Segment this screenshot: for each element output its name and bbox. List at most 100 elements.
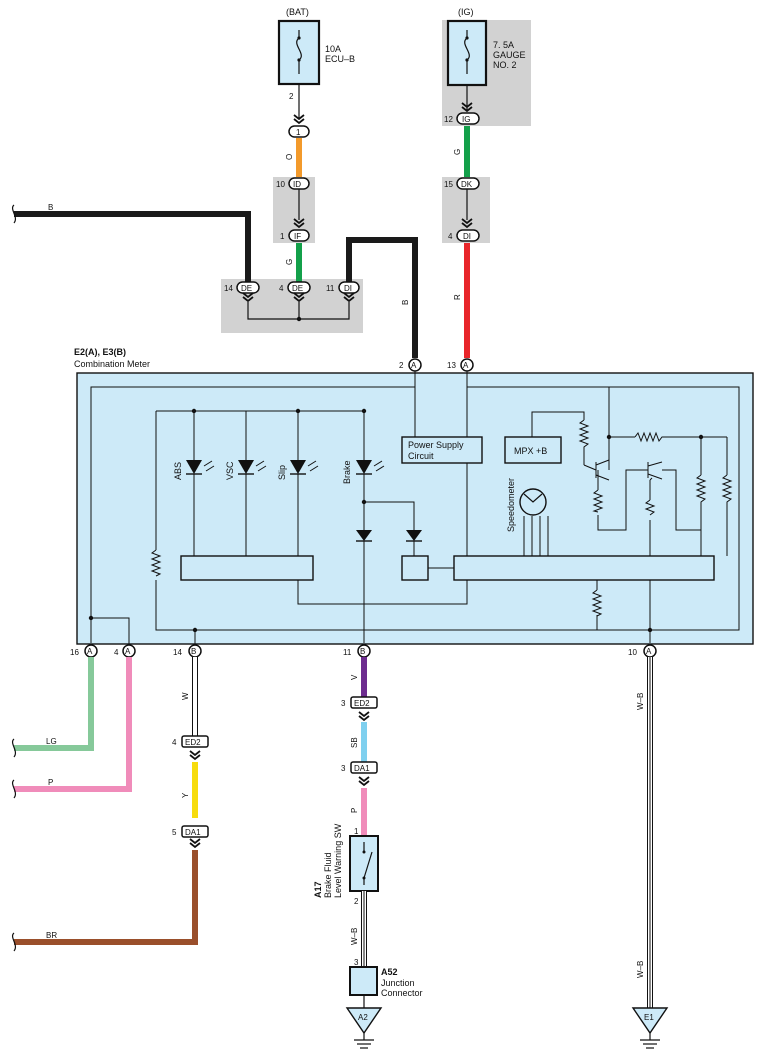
svg-text:A: A [411,361,417,370]
svg-text:IG: IG [462,115,470,124]
brake-fluid-switch [349,835,379,892]
ground-a2-icon [345,1007,383,1049]
switch-code: A17 [313,881,323,898]
ground-a2-label: A2 [358,1013,368,1022]
svg-text:2: 2 [399,361,404,370]
speedometer-icon [519,488,547,516]
switch-pin-top: 1 [354,827,359,836]
connector-di-top: DI 4 [448,229,480,242]
svg-text:3: 3 [341,699,346,708]
meter-junction-dots [88,408,704,633]
switch-pin-bottom: 2 [354,897,359,906]
svg-text:5: 5 [172,828,177,837]
connector-da1-right: DA1 3 [341,761,378,786]
svg-text:4: 4 [279,284,284,293]
wire-r-label: R [453,294,462,300]
svg-text:1: 1 [296,128,301,137]
svg-text:12: 12 [444,115,453,124]
junction-pin: 3 [354,958,359,967]
connector-de-14: DE 14 [224,281,260,302]
svg-text:A: A [125,647,131,656]
ground-e1-icon [631,1007,669,1049]
connector-da1-left: DA1 5 [172,825,209,848]
wire-p-label: P [48,778,53,787]
led-slip-label: Slip [277,465,287,480]
led-abs-icon [186,460,215,475]
led-brake-icon [356,460,385,475]
svg-text:IF: IF [294,232,301,241]
wire-wb-right-label1: W–B [636,693,645,710]
mpx-label: MPX +B [514,446,547,456]
wire-sb-label: SB [350,737,359,748]
wire-b-meter [346,237,418,358]
speedometer-label: Speedometer [506,478,516,532]
connector-de-4: DE 4 [279,281,311,302]
wire-b-meter-label: B [401,300,410,305]
svg-text:11: 11 [326,284,335,293]
svg-text:ED2: ED2 [354,699,370,708]
meter-code: E2(A), E3(B) [74,347,126,357]
connector-ed2-left: ED2 4 [172,735,209,760]
svg-text:13: 13 [447,361,456,370]
svg-text:4: 4 [114,648,119,657]
svg-text:DA1: DA1 [354,764,370,773]
junction-connector [349,966,378,996]
wire-p2-label: P [350,808,359,813]
switch-name2: Level Warning SW [333,823,343,898]
meter-pin-a13: 13 A [447,358,474,372]
meter-pin-a2: 2 A [399,358,422,372]
wire-o-label: O [285,154,294,160]
svg-text:DK: DK [461,180,473,189]
bat-label: (BAT) [286,7,309,17]
switch-name1: Brake Fluid [323,852,333,898]
wire-g-left-label: G [285,259,294,265]
led-abs-label: ABS [173,462,183,480]
svg-text:ED2: ED2 [185,738,201,747]
fuse-gauge-no2 [446,19,488,87]
wire-g-right-label: G [453,149,462,155]
svg-text:DE: DE [241,284,252,293]
wire-br [14,850,198,945]
wire-wb-center-label: W–B [350,928,359,945]
power-supply-label2: Circuit [408,451,434,461]
wire-p [14,657,132,792]
connector-1: 1 [288,114,310,138]
led-vsc-icon [238,460,267,475]
connector-ig: IG 12 [444,102,480,125]
fuse-gauge-name1: GAUGE [493,50,526,60]
power-supply-label1: Power Supply [408,440,464,450]
svg-text:16: 16 [70,648,79,657]
brake-square-block [401,555,429,581]
connector-ed2-right: ED2 3 [341,696,378,721]
svg-text:1: 1 [280,232,285,241]
svg-text:14: 14 [173,648,182,657]
svg-text:A: A [463,361,469,370]
svg-text:A: A [646,647,652,656]
svg-text:DI: DI [463,232,471,241]
transistors [583,459,663,481]
fuse-ecu-b-name: ECU–B [325,54,355,64]
fuse-ecu-b [277,19,321,86]
wire-lg-label: LG [46,737,57,746]
connector-id: ID 10 [276,177,310,228]
meter-cpu-block [453,555,715,581]
led-brake-label: Brake [342,460,352,484]
svg-text:10: 10 [628,648,637,657]
meter-pin-4: 4 A [91,617,136,658]
svg-text:ID: ID [293,180,301,189]
fuse-gauge-amp: 7. 5A [493,40,514,50]
diode-icon [356,530,422,542]
wire-b-left-label: B [48,203,53,212]
wire-wb-right-label2: W–B [636,961,645,978]
wire-v-label: V [350,674,359,680]
meter-name: Combination Meter [74,359,150,369]
junction-code: A52 [381,967,398,977]
svg-text:DE: DE [292,284,303,293]
connector-if: IF 1 [280,229,310,242]
svg-text:15: 15 [444,180,453,189]
led-driver-block [180,555,314,581]
svg-text:10: 10 [276,180,285,189]
wire-lg [14,657,94,751]
meter-pin-11: 11 B [343,644,371,658]
